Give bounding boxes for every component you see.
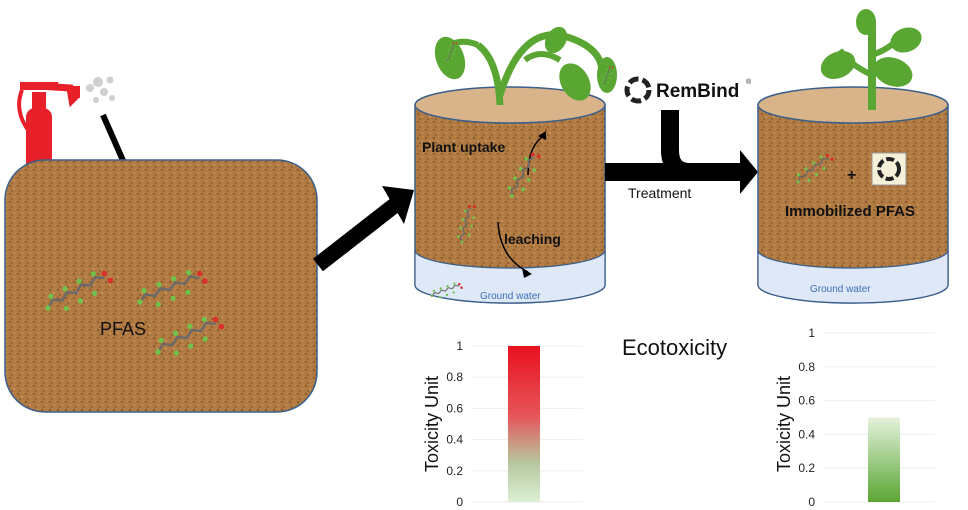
- plus-label: +: [847, 167, 856, 184]
- treated-soil-column: [757, 86, 949, 304]
- chart1-tick-label: 0: [456, 495, 463, 509]
- chart2-bar: [868, 417, 900, 502]
- ground-water-label-1: Ground water: [480, 291, 541, 302]
- chart2-tick-label: 0.4: [798, 427, 815, 441]
- spray-icon: [86, 76, 115, 103]
- chart2-ylabel: Toxicity Unit: [774, 376, 794, 472]
- chart1-tick-label: 0.4: [446, 433, 463, 447]
- chart1-tick-label: 0.2: [446, 464, 463, 478]
- plant-uptake-label: Plant uptake: [422, 139, 505, 155]
- plant-healthy-icon: [820, 9, 922, 110]
- chart1-tick-label: 0.6: [446, 401, 463, 415]
- chart2-tick-label: 1: [808, 326, 815, 340]
- chart1-tick-label: 1: [456, 339, 463, 353]
- chart2-tick-label: 0: [808, 495, 815, 509]
- leaching-label: leaching: [504, 231, 561, 247]
- chart2-tick-label: 0.6: [798, 394, 815, 408]
- treatment-label: Treatment: [628, 185, 691, 201]
- treatment-arrow: [605, 110, 758, 194]
- chart1-bar: [508, 346, 540, 502]
- transfer-arrow: [313, 198, 400, 272]
- untreated-soil-column: [414, 86, 606, 304]
- toxicity-chart-treated: Toxicity Unit 0 0.2 0.4 0.6 0.8 1: [774, 326, 935, 509]
- ecotoxicity-title: Ecotoxicity: [622, 335, 727, 360]
- chart1-tick-label: 0.8: [446, 370, 463, 384]
- toxicity-chart-untreated: Toxicity Unit 0 0.2 0.4 0.6 0.8 1: [422, 339, 583, 509]
- chart2-tick-label: 0.8: [798, 360, 815, 374]
- pfas-label: PFAS: [100, 319, 146, 339]
- rembind-sorbent-icon: [871, 152, 907, 186]
- svg-text:RemBind: RemBind: [656, 81, 739, 102]
- chart2-tick-label: 0.2: [798, 461, 815, 475]
- rembind-logo-icon: RemBind ®: [624, 76, 752, 104]
- immobilized-pfas-label: Immobilized PFAS: [785, 203, 915, 220]
- chart1-ylabel: Toxicity Unit: [422, 376, 442, 472]
- svg-text:®: ®: [746, 78, 752, 86]
- ground-water-label-2: Ground water: [810, 284, 871, 295]
